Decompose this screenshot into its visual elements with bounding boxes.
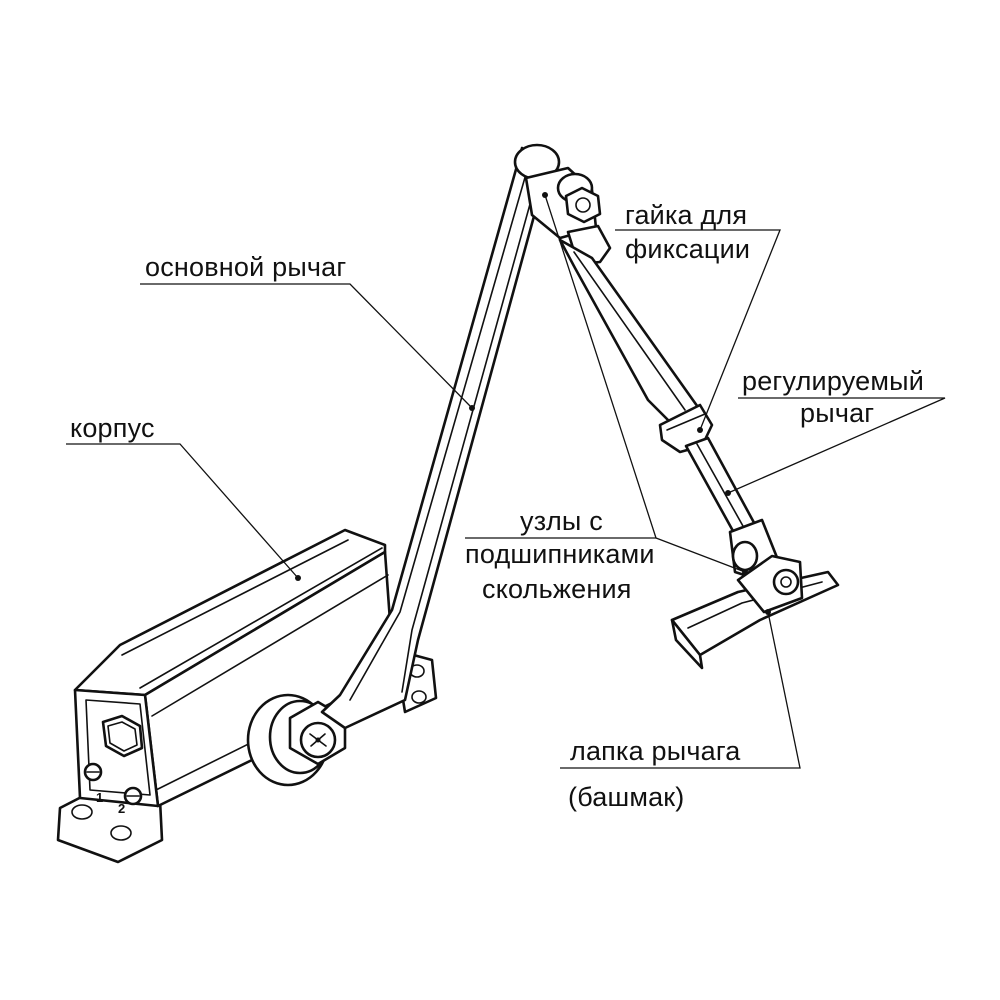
label-shoe-line1: лапка рычага bbox=[570, 736, 741, 766]
label-bearings-line1: узлы с bbox=[520, 506, 603, 536]
leader-lines bbox=[66, 192, 946, 769]
closer-body: 1 2 bbox=[56, 528, 438, 864]
label-bearings-line2: подшипниками bbox=[465, 539, 655, 569]
label-adjustable-arm-line2: рычаг bbox=[800, 398, 874, 428]
label-body: корпус bbox=[70, 413, 155, 443]
label-bearings-line3: скольжения bbox=[482, 574, 632, 604]
label-adjustable-arm-line1: регулируемый bbox=[742, 366, 924, 396]
arm-shoe bbox=[670, 554, 840, 670]
label-main-arm: основной рычаг bbox=[145, 252, 346, 282]
label-nut-line1: гайка для bbox=[625, 200, 747, 230]
labels: основной рычаг гайка для фиксации регули… bbox=[70, 200, 924, 812]
valve-number-2: 2 bbox=[118, 801, 125, 816]
main-arm bbox=[320, 143, 612, 730]
label-nut-line2: фиксации bbox=[625, 234, 750, 264]
valve-number-1: 1 bbox=[96, 790, 103, 805]
label-shoe-line2: (башмак) bbox=[568, 782, 685, 812]
